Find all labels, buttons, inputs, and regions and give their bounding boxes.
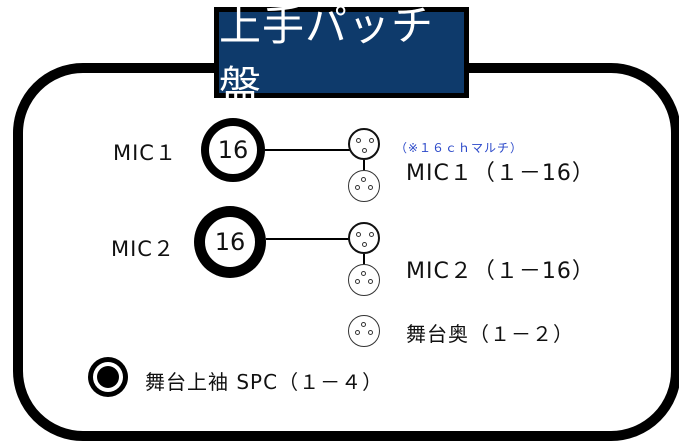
- bnc-connector-icon: [88, 357, 128, 397]
- stage-rear-output-label: 舞台奥（１－２）: [406, 322, 574, 346]
- mic1-output-label: MIC１（１－16）: [406, 161, 595, 186]
- multi-channel-note: （※１６ｃｈマルチ）: [395, 141, 524, 155]
- mic2-channel-count: 16: [203, 215, 257, 269]
- stage-rear-xlr-icon: [348, 315, 380, 347]
- mic2-input-label: MIC２: [111, 237, 175, 261]
- mic1-xlr-male-icon: [348, 170, 380, 202]
- mic1-multi-connector-icon: 16: [201, 118, 265, 182]
- title-box: 上手パッチ盤: [214, 1, 469, 111]
- mic2-xlr-male-icon: [348, 264, 380, 296]
- mic1-channel-count: 16: [207, 124, 259, 176]
- mic2-multi-connector-icon: 16: [194, 206, 266, 278]
- mic1-input-label: MIC１: [113, 141, 177, 165]
- mic2-xlr-female-icon: [348, 222, 380, 254]
- mic1-xlr-link: [363, 160, 365, 170]
- spc-output-label: 舞台上袖 SPC（１－４）: [145, 370, 384, 394]
- mic2-cable-line: [266, 238, 352, 240]
- mic1-xlr-female-icon: [348, 128, 380, 160]
- mic2-xlr-link: [363, 254, 365, 264]
- patch-panel-diagram: 上手パッチ盤 MIC１ 16 MIC２ 16 （※１６ｃｈマ: [5, 0, 679, 441]
- mic1-cable-line: [265, 149, 352, 151]
- mic2-output-label: MIC２（１－16）: [406, 259, 595, 284]
- panel-title: 上手パッチ盤: [219, 1, 464, 111]
